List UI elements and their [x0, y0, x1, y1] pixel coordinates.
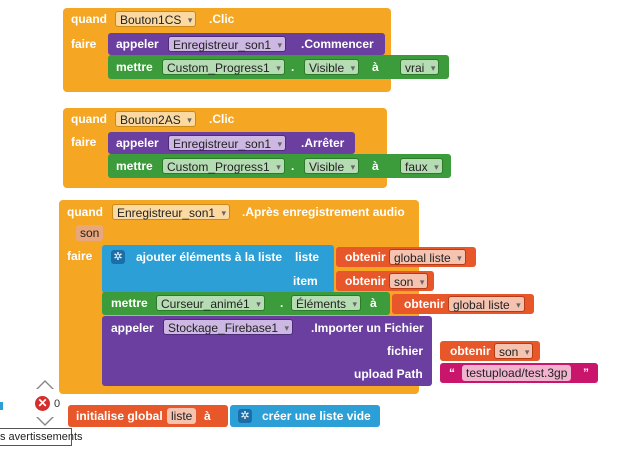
boolean-value-dropdown[interactable]: vrai [400, 59, 440, 76]
error-count: 0 [54, 398, 61, 410]
get-variable-block[interactable]: obtenir global liste [392, 294, 534, 314]
event-name: .Clic [209, 12, 235, 26]
item-socket-label: item [293, 274, 318, 288]
do-keyword: faire [67, 249, 93, 263]
path-socket-label: upload Path [354, 367, 423, 381]
call-component-dropdown[interactable]: Stockage_Firebase1 [163, 319, 294, 336]
set-block[interactable]: mettre Custom_Progress1 . Visible à vrai [108, 55, 449, 79]
dot-separator: . [291, 60, 295, 74]
when-keyword: quand [71, 12, 107, 26]
do-keyword: faire [71, 135, 97, 149]
get-variable-block[interactable]: obtenir global liste [336, 247, 476, 267]
set-property-dropdown[interactable]: Visible [304, 158, 360, 175]
set-property-dropdown[interactable]: Visible [304, 59, 360, 76]
error-icon[interactable]: ✕ [35, 396, 50, 411]
set-block[interactable]: mettre Curseur_animé1 . Éléments à [102, 292, 390, 315]
do-keyword: faire [71, 37, 97, 51]
variable-dropdown[interactable]: global liste [448, 296, 525, 313]
call-keyword: appeler [116, 37, 159, 51]
get-variable-block[interactable]: obtenir son [336, 271, 434, 291]
show-warnings-label: s avertissements [0, 431, 83, 443]
set-block[interactable]: mettre Custom_Progress1 . Visible à faux [108, 154, 451, 178]
set-keyword: mettre [111, 296, 148, 310]
call-block[interactable]: appeler Enregistreur_son1 .Commencer [108, 33, 385, 55]
mutator-gear-icon[interactable]: ✲ [111, 250, 125, 264]
dot-separator: . [280, 296, 284, 310]
call-method: .Arrêter [301, 136, 345, 150]
create-empty-list-block[interactable]: ✲ créer une liste vide [230, 405, 380, 427]
call-block[interactable]: appeler Stockage_Firebase1 .Importer un … [102, 316, 432, 386]
to-keyword: à [372, 159, 379, 173]
chevron-up-inner-icon [38, 382, 52, 389]
when-keyword: quand [67, 205, 103, 219]
set-property-dropdown[interactable]: Éléments [291, 295, 362, 312]
get-keyword: obtenir [345, 274, 386, 288]
close-quote: ” [583, 366, 589, 380]
file-socket-label: fichier [387, 344, 424, 358]
event-name: .Clic [209, 112, 235, 126]
set-component-dropdown[interactable]: Custom_Progress1 [162, 59, 285, 76]
to-keyword: à [204, 409, 211, 423]
create-empty-list-label: créer une liste vide [262, 409, 371, 423]
set-keyword: mettre [116, 159, 153, 173]
call-method: .Commencer [301, 37, 374, 51]
set-keyword: mettre [116, 60, 153, 74]
global-name-field[interactable]: liste [167, 408, 197, 424]
get-keyword: obtenir [404, 297, 445, 311]
list-socket-label: liste [295, 250, 320, 264]
text-string-block[interactable]: “ testupload/test.3gp ” [440, 363, 598, 383]
call-block[interactable]: appeler Enregistreur_son1 .Arrêter [108, 132, 355, 154]
event-parameter[interactable]: son [76, 225, 104, 241]
set-component-dropdown[interactable]: Custom_Progress1 [162, 158, 285, 175]
open-quote: “ [449, 366, 455, 380]
dot-separator: . [291, 159, 295, 173]
warnings-indicator: ✕ 0 [30, 380, 70, 430]
boolean-value-dropdown[interactable]: faux [400, 158, 443, 175]
call-component-dropdown[interactable]: Enregistreur_son1 [168, 135, 287, 152]
component-dropdown[interactable]: Bouton1CS [115, 11, 197, 28]
call-component-dropdown[interactable]: Enregistreur_son1 [168, 36, 287, 53]
initialize-global-block[interactable]: initialise global liste à [68, 405, 228, 427]
get-keyword: obtenir [345, 250, 386, 264]
to-keyword: à [372, 60, 379, 74]
call-keyword: appeler [116, 136, 159, 150]
component-dropdown[interactable]: Enregistreur_son1 [112, 204, 231, 221]
to-keyword: à [370, 296, 377, 310]
chevron-down-inner-icon [38, 417, 52, 424]
event-name: .Après enregistrement audio [242, 205, 405, 219]
when-keyword: quand [71, 112, 107, 126]
get-keyword: obtenir [450, 344, 491, 358]
mutator-gear-icon[interactable]: ✲ [238, 409, 252, 423]
get-variable-block[interactable]: obtenir son [440, 341, 540, 361]
variable-dropdown[interactable]: son [494, 343, 534, 360]
set-component-dropdown[interactable]: Curseur_animé1 [156, 295, 265, 312]
call-keyword: appeler [111, 321, 154, 335]
init-global-label: initialise global [76, 409, 163, 423]
left-edge-marker [0, 402, 3, 410]
component-dropdown[interactable]: Bouton2AS [115, 111, 196, 128]
text-value[interactable]: testupload/test.3gp [462, 365, 572, 381]
add-items-label: ajouter éléments à la liste [136, 250, 283, 264]
call-method: .Importer un Fichier [311, 321, 424, 335]
variable-dropdown[interactable]: global liste [389, 249, 466, 266]
variable-dropdown[interactable]: son [389, 273, 429, 290]
add-items-to-list-block[interactable]: ✲ ajouter éléments à la liste liste item [102, 245, 334, 293]
show-warnings-button[interactable]: s avertissements [0, 428, 83, 446]
